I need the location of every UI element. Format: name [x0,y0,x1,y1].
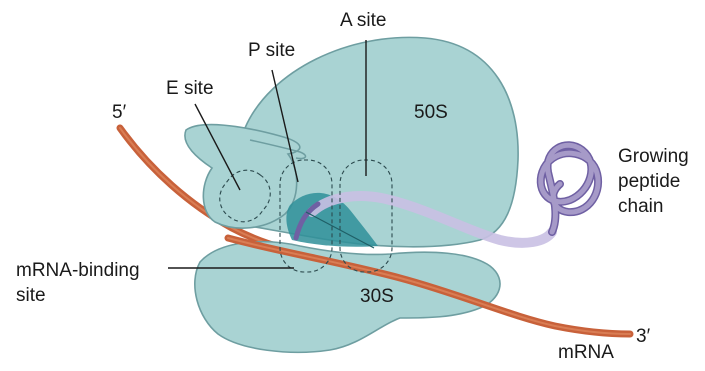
peptide-knot [541,145,598,232]
p-site-label: P site [248,40,295,61]
five-prime-label: 5′ [112,102,127,123]
growing-peptide-label-line3: chain [618,196,663,217]
mrna-binding-label-line1: mRNA-binding [16,260,140,281]
mrna-label: mRNA [558,342,614,363]
large-subunit-label: 50S [414,102,448,123]
growing-peptide-label-line1: Growing [618,146,689,167]
small-subunit-label: 30S [360,286,394,307]
mrna-binding-label-line2: site [16,285,46,306]
e-site-label: E site [166,78,214,99]
a-site-label: A site [340,10,386,31]
three-prime-label: 3′ [636,326,651,347]
large-subunit-50s [185,37,518,246]
growing-peptide-label-line2: peptide [618,171,680,192]
